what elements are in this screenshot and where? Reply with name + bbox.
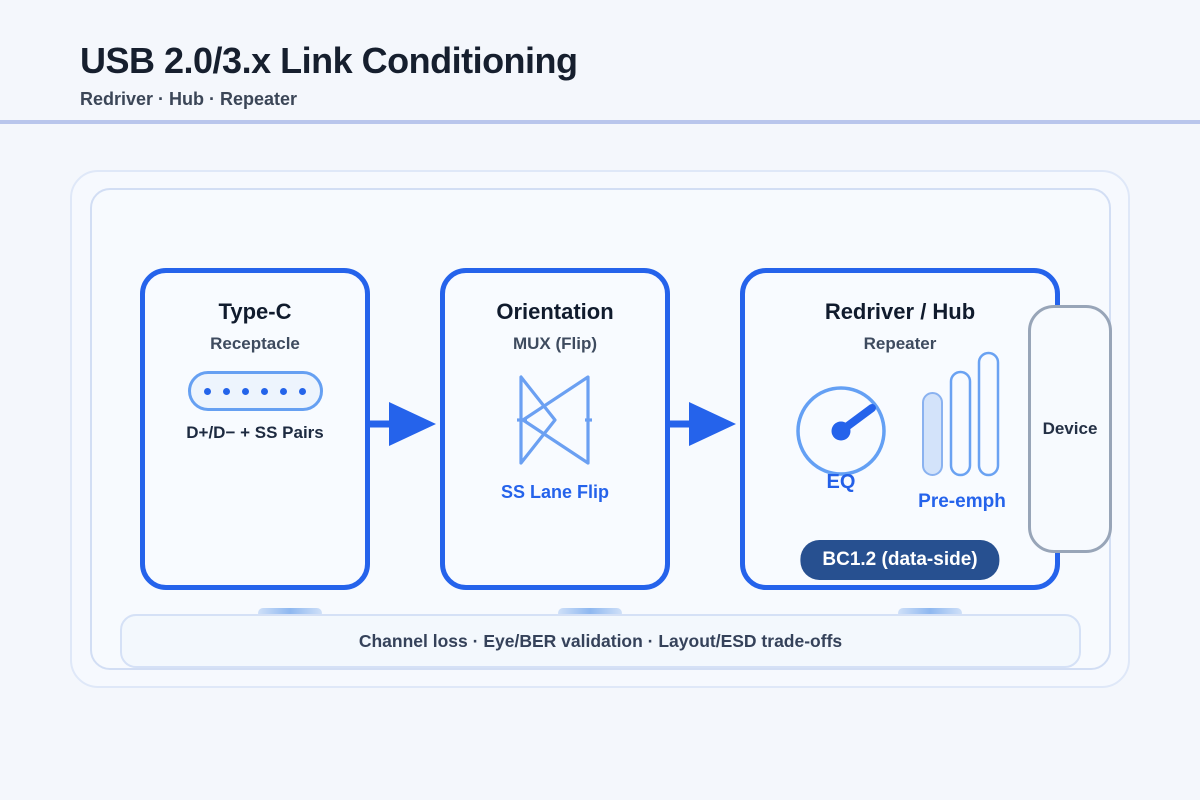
page-title: USB 2.0/3.x Link Conditioning: [80, 40, 578, 81]
bc12-badge: BC1.2 (data-side): [800, 540, 1000, 580]
flow-arrow-icon: [668, 402, 736, 446]
connector-pin: [280, 387, 287, 395]
stage-redriver-hub: Redriver / Hub Repeater EQ Pre-emph BC1.…: [740, 268, 1060, 590]
connector-pin: [242, 387, 249, 395]
page-subtitle: Redriver · Hub · Repeater: [80, 89, 298, 109]
device-box: Device: [1028, 305, 1112, 553]
preemph-label: Pre-emph: [918, 491, 1006, 512]
device-label: Device: [1042, 419, 1098, 438]
footer-tab-decoration: [898, 608, 962, 618]
stage-type-c: Type-C Receptacle D+/D− + SS Pairs: [140, 268, 370, 590]
eq-gauge-icon: [796, 386, 886, 476]
stage-subtitle: Repeater: [863, 334, 937, 353]
stage-orientation: Orientation MUX (Flip) SS Lane Flip: [440, 268, 670, 590]
eq-label: EQ: [826, 471, 856, 493]
connector-pin: [299, 387, 306, 395]
stage-title: Redriver / Hub: [824, 299, 976, 324]
footer-note-bar: Channel loss · Eye/BER validation · Layo…: [120, 614, 1081, 668]
type-c-receptacle-icon: [187, 371, 323, 411]
connector-pin: [204, 387, 211, 395]
header-divider: [0, 120, 1200, 124]
pre-emphasis-bars-icon: [922, 351, 1000, 477]
stage-subtitle: Receptacle: [210, 334, 300, 353]
footer-tab-decoration: [558, 608, 622, 618]
flow-arrow-icon: [368, 402, 436, 446]
stage-title: Orientation: [496, 299, 614, 324]
footer-tab-decoration: [258, 608, 322, 618]
stage-subtitle: MUX (Flip): [512, 334, 598, 353]
footer-note: Channel loss · Eye/BER validation · Layo…: [358, 630, 843, 651]
connector-pin: [223, 387, 230, 395]
flip-mux-icon: [517, 375, 592, 465]
flip-caption: SS Lane Flip: [500, 482, 610, 502]
connector-pin: [261, 387, 268, 395]
stage-title: Type-C: [218, 299, 292, 324]
pairs-caption: D+/D− + SS Pairs: [186, 423, 324, 442]
